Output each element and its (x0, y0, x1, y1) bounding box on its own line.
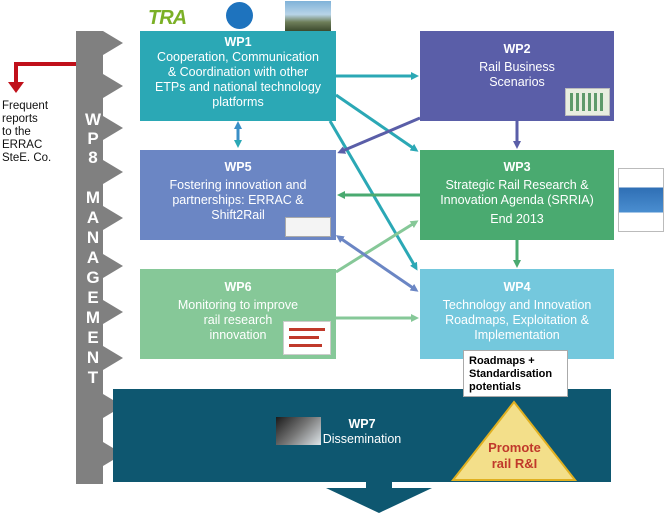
wp2-text: Scenarios (489, 75, 545, 89)
arrow-wp2-wp5 (337, 116, 421, 154)
wp6-text: rail research (203, 313, 273, 327)
output-arrow (326, 481, 432, 513)
wp8-letter: N (86, 228, 100, 247)
circle-logo (226, 2, 253, 29)
wp8-letter: A (86, 208, 100, 227)
wp3-text: Innovation Agenda (SRRIA) (440, 193, 594, 207)
report-arrow-head (8, 82, 24, 93)
wp5-text: Fostering innovation and (169, 178, 307, 192)
arrow-wp1-wp3 (335, 93, 419, 152)
callout-line: potentials (469, 381, 521, 393)
promote-line: Promote (488, 440, 541, 455)
wp6-text: innovation (209, 328, 267, 342)
wp1-text: Cooperation, Communication (157, 50, 319, 64)
shift2rail-logo (285, 217, 331, 237)
wp8-letter: W (84, 110, 102, 129)
wp8-letter: N (86, 348, 100, 367)
wp8-letter: T (87, 368, 99, 387)
srria-cover-image (618, 168, 664, 232)
reports-note-line: to the (2, 126, 31, 138)
wp5-title: WP5 (224, 160, 252, 174)
wp4-text: Roadmaps, Exploitation & (445, 313, 589, 327)
wp8-letter: M (85, 188, 101, 207)
reports-note-line: ERRAC (2, 139, 43, 151)
wp6-text: Monitoring to improve (177, 298, 299, 312)
wp8-letter: P (87, 129, 99, 148)
promote-line: rail R&I (491, 456, 538, 471)
wp1-title: WP1 (224, 35, 252, 49)
wp4-text: Implementation (474, 328, 560, 342)
wp1-text: ETPs and national technology (154, 80, 322, 94)
wp4-title: WP4 (503, 280, 531, 294)
wp7-title: WP7 (348, 417, 376, 431)
wp3-text: Strategic Rail Research & (445, 178, 589, 192)
wp2-title: WP2 (503, 42, 531, 56)
wp7-text: Dissemination (322, 432, 402, 446)
wp3-box: WP3 Strategic Rail Research & Innovation… (420, 150, 614, 240)
scenario-chart-image (565, 88, 610, 116)
wp6-title: WP6 (224, 280, 252, 294)
wp8-letter: M (85, 308, 101, 327)
wp1-box: WP1 Cooperation, Communication & Coordin… (140, 31, 336, 121)
wp8-letter: E (87, 328, 99, 347)
train-photo (285, 1, 331, 31)
wp8-letter: A (86, 248, 100, 267)
reports-note: Frequent reports to the ERRAC SteE. Co. (2, 100, 51, 165)
tra-logo-text: TRA (148, 7, 187, 29)
wp6-box: WP6 Monitoring to improve rail research … (140, 269, 336, 359)
report-arrow (14, 62, 76, 84)
dissemination-image (276, 417, 321, 445)
wp8-management-bar (76, 31, 123, 484)
callout-line: Standardisation (469, 368, 553, 380)
wp2-box: WP2 Rail Business Scenarios (420, 31, 614, 121)
roadmaps-callout: Roadmaps + Standardisation potentials (463, 350, 568, 397)
wp8-letter: 8 (88, 148, 98, 167)
wp5-text: Shift2Rail (211, 208, 265, 222)
wp8-letter: G (86, 268, 100, 287)
tra-logo: TRA (148, 7, 198, 29)
promote-triangle-front (450, 400, 578, 481)
promote-label: Promote rail R&I (452, 440, 577, 472)
wp5-text: partnerships: ERRAC & (172, 193, 304, 207)
checklist-image (283, 321, 331, 355)
wp2-text: Rail Business (479, 60, 555, 74)
wp1-text: & Coordination with other (167, 65, 309, 79)
reports-note-line: reports (2, 113, 38, 125)
reports-note-line: Frequent (2, 100, 49, 112)
arrow-wp5-wp4 (335, 235, 419, 292)
callout-line: Roadmaps + (469, 355, 535, 367)
wp3-deadline: End 2013 (490, 212, 544, 226)
wp4-box: WP4 Technology and Innovation Roadmaps, … (420, 269, 614, 359)
wp8-letter: E (87, 288, 99, 307)
wp5-box: WP5 Fostering innovation and partnership… (140, 150, 336, 240)
wp1-text: platforms (212, 95, 264, 109)
reports-note-line: SteE. Co. (2, 152, 52, 164)
wp4-text: Technology and Innovation (442, 298, 592, 312)
wp3-title: WP3 (503, 160, 531, 174)
